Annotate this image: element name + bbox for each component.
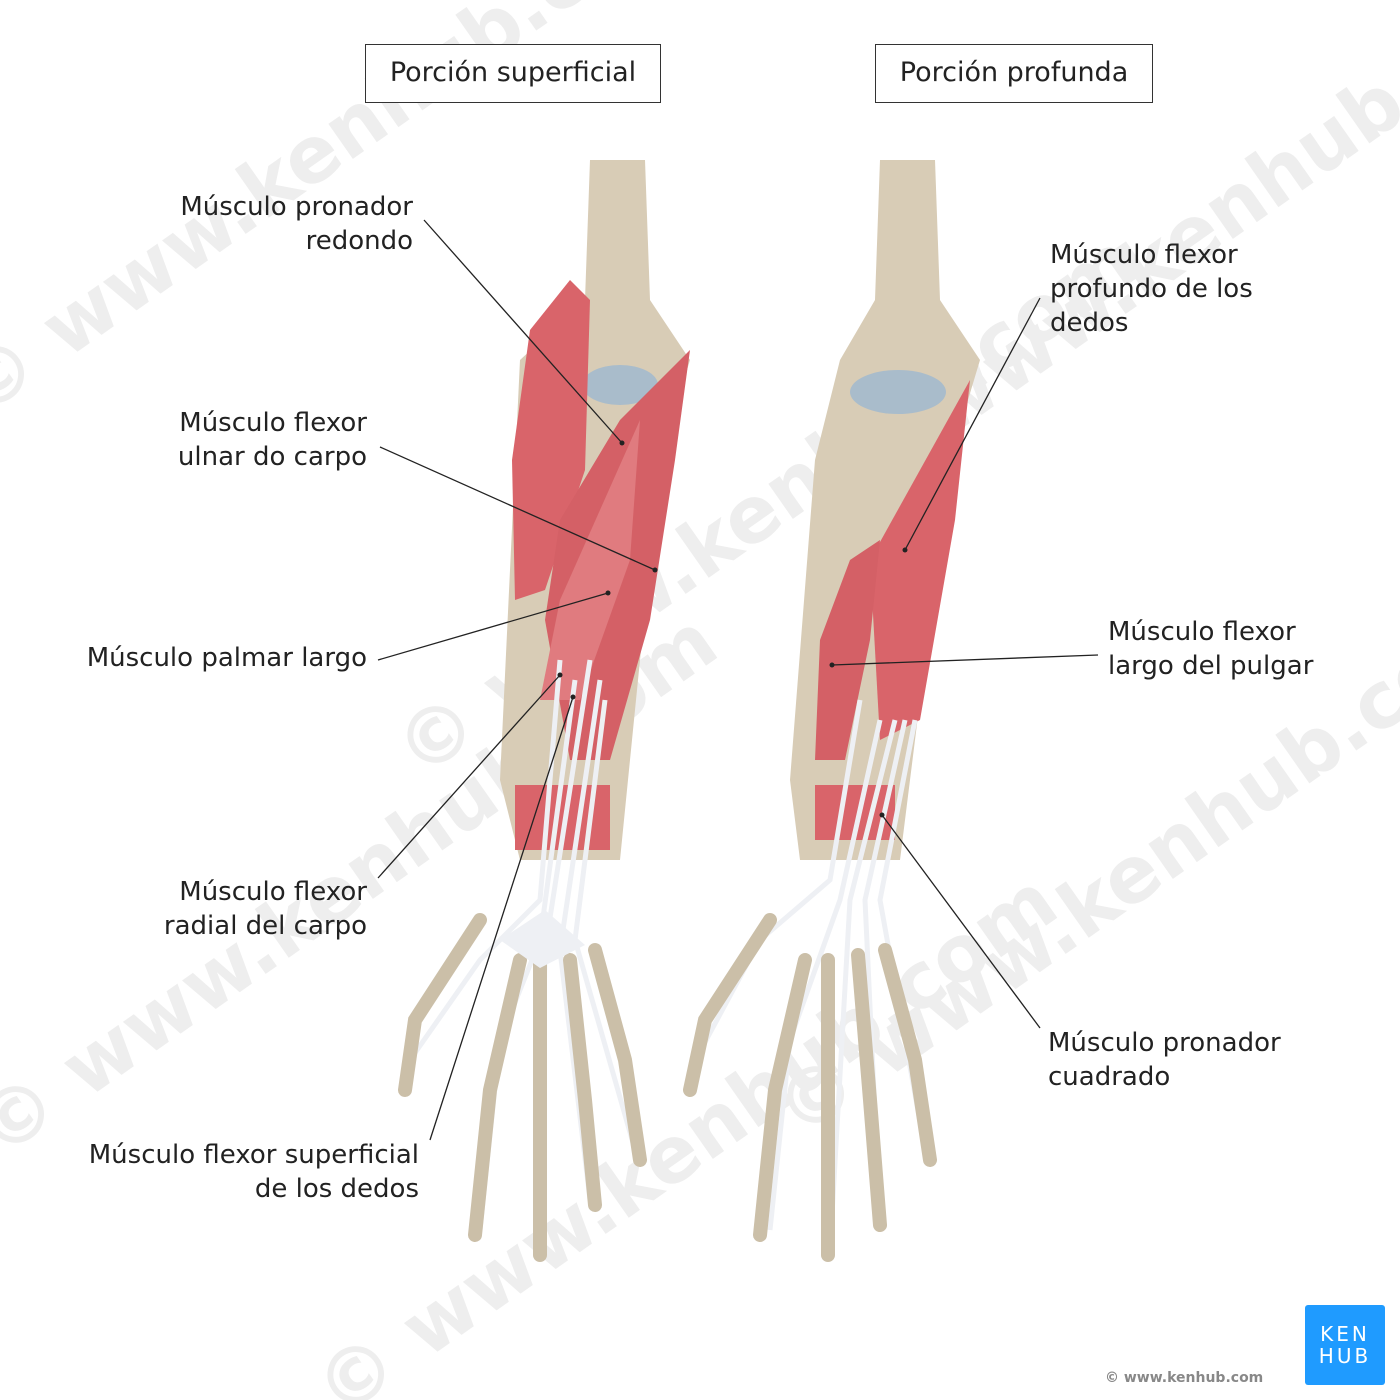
- label-flexor-ulnar: Músculo flexor ulnar do carpo: [177, 408, 367, 472]
- panel-title-superficial: Porción superficial: [365, 44, 661, 103]
- panel-title-deep: Porción profunda: [875, 44, 1153, 103]
- label-flexor-radial: Músculo flexor radial del carpo: [163, 877, 367, 941]
- kenhub-logo: KEN HUB: [1305, 1305, 1385, 1385]
- label-flexor-superficial: Músculo flexor superficial de los dedos: [88, 1140, 419, 1204]
- deep-forearm: [683, 160, 980, 1262]
- label-palmar-largo: Músculo palmar largo: [86, 643, 367, 673]
- logo-line2: HUB: [1318, 1344, 1372, 1368]
- logo-line1: KEN: [1320, 1322, 1370, 1346]
- leader-lines: [377, 219, 1099, 1141]
- label-flexor-profundo: Músculo flexor profundo de los dedos: [1050, 240, 1253, 338]
- watermark: © www.kenhub.com: [299, 856, 1073, 1400]
- label-pronador-cuadrado: Músculo pronador cuadrado: [1048, 1028, 1281, 1092]
- leader-dots: [557, 440, 908, 818]
- superficial-forearm: [398, 160, 690, 1262]
- label-pronador-redondo: Músculo pronador redondo: [180, 192, 413, 256]
- copyright: © www.kenhub.com: [1105, 1370, 1264, 1386]
- label-flexor-largo-pulgar: Músculo flexor largo del pulgar: [1108, 617, 1314, 681]
